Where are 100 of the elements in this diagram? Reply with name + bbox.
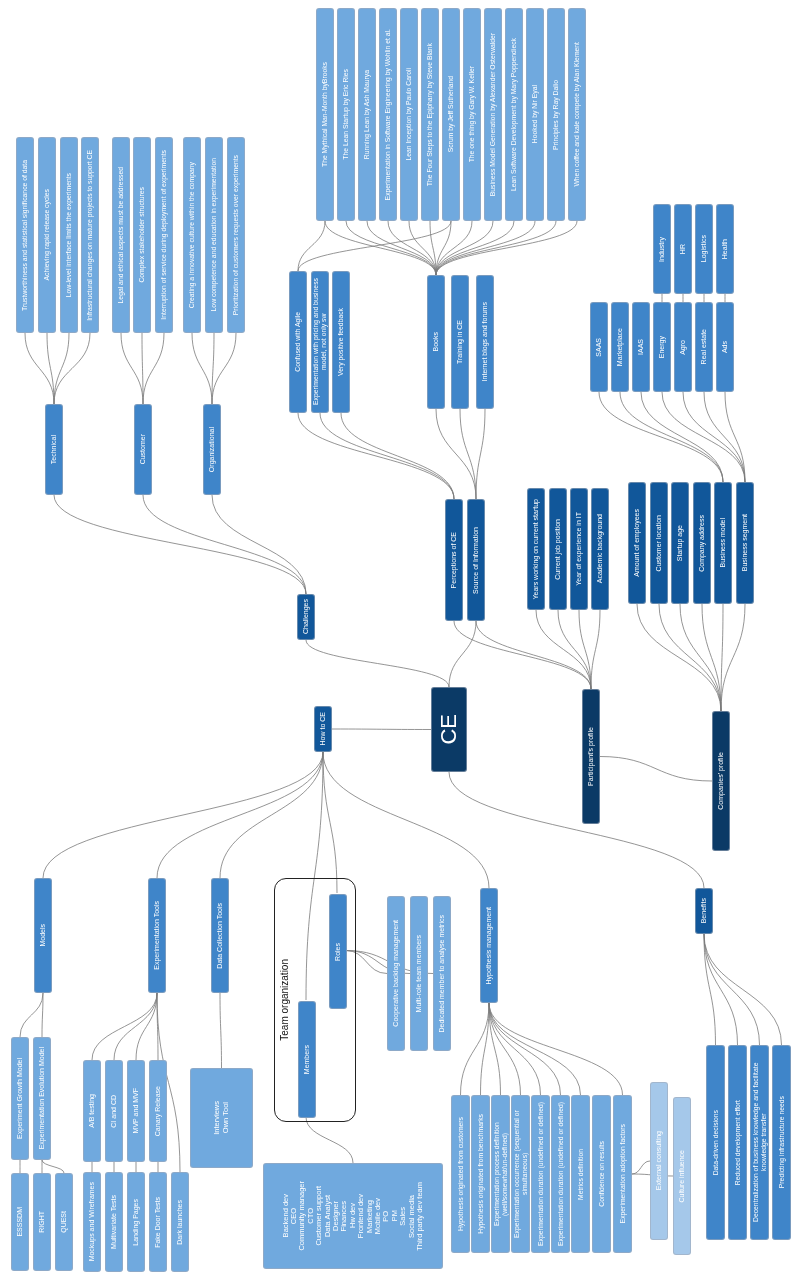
group-title: Team organization [279,959,290,1041]
topic-box [314,706,332,752]
topic-box [33,1037,51,1160]
topic-box [591,488,609,610]
topic-box [105,1172,123,1272]
connector-line [703,933,782,1046]
connector-line [703,933,760,1046]
topic-box [60,137,78,333]
topic-box [632,302,650,392]
topic-box [650,1082,668,1240]
connector-line [211,332,237,405]
topic-box [311,271,329,413]
topic-box [55,1173,73,1271]
connector-line [475,408,486,500]
topic-box [480,888,498,1003]
connector-line [41,992,44,1038]
topic-box [695,888,713,934]
topic-box [736,482,754,604]
topic-box [653,204,671,294]
topic-box [613,1095,632,1253]
topic-box [83,1060,101,1162]
topic-box [693,482,711,604]
topic-box [716,302,734,392]
topic-box [421,8,439,221]
group-frame [274,878,356,1122]
topic-box [505,8,523,221]
topic-box [628,482,646,604]
topic-box [81,137,99,333]
topic-box [16,137,34,333]
topic-box [38,137,56,333]
connector-line [331,728,432,730]
topic-box [716,204,734,294]
topic-box [491,1095,510,1253]
connector-line [682,293,684,303]
connector-line [305,1116,354,1164]
topic-box [427,275,445,409]
topic-box [133,137,151,333]
topic-box [11,1173,29,1271]
connector-line [41,1159,43,1174]
connector-line [720,603,746,712]
topic-box [332,271,350,413]
connector-line [429,220,437,276]
connector-line [661,293,663,303]
topic-box [570,488,588,610]
topic-box [298,1001,316,1118]
connector-line [297,220,452,272]
connector-line [590,609,601,690]
topic-box [337,8,355,221]
topic-box [551,1095,570,1253]
topic-box [463,8,481,221]
connector-line [91,1161,93,1173]
topic-box [653,302,671,392]
topic-box [531,1095,550,1253]
topic-box [316,8,334,221]
connector-line [135,1161,137,1173]
connector-line [724,391,746,483]
topic-box [149,1060,167,1162]
topic-box [592,1095,611,1253]
topic-box [590,302,608,392]
topic-box [526,8,544,221]
topic-box [34,878,52,993]
topic-box [650,482,668,604]
list-box [190,1068,253,1168]
central-topic-box [431,687,467,772]
topic-box [387,896,405,1051]
connector-line [599,756,713,782]
topic-box [714,482,732,604]
connector-line [640,391,724,483]
topic-box [471,1095,490,1253]
connector-line [113,1161,115,1173]
connector-line [41,1159,65,1174]
topic-box [297,594,315,640]
topic-box [379,8,397,221]
connector-line [448,620,477,688]
topic-box [706,1045,725,1240]
topic-box [728,1045,747,1240]
topic-box [611,302,629,392]
topic-box [45,404,63,495]
topic-box [442,8,460,221]
connector-line [53,332,91,405]
connector-line [619,391,724,483]
topic-box [433,896,451,1051]
topic-box [83,1172,101,1272]
topic-box [549,488,567,610]
connector-line [211,494,307,595]
topic-box [467,499,485,621]
topic-box [712,711,730,851]
topic-box [358,8,376,221]
connector-line [297,220,326,272]
topic-box [148,878,166,993]
topic-box [127,1172,145,1272]
connector-line [219,992,222,1069]
topic-box [674,302,692,392]
topic-box [695,302,713,392]
topic-box [171,1172,189,1272]
topic-box [11,1037,29,1160]
topic-box [203,404,221,495]
connector-line [19,1159,21,1174]
topic-box [451,1095,470,1253]
topic-box [329,894,347,1009]
